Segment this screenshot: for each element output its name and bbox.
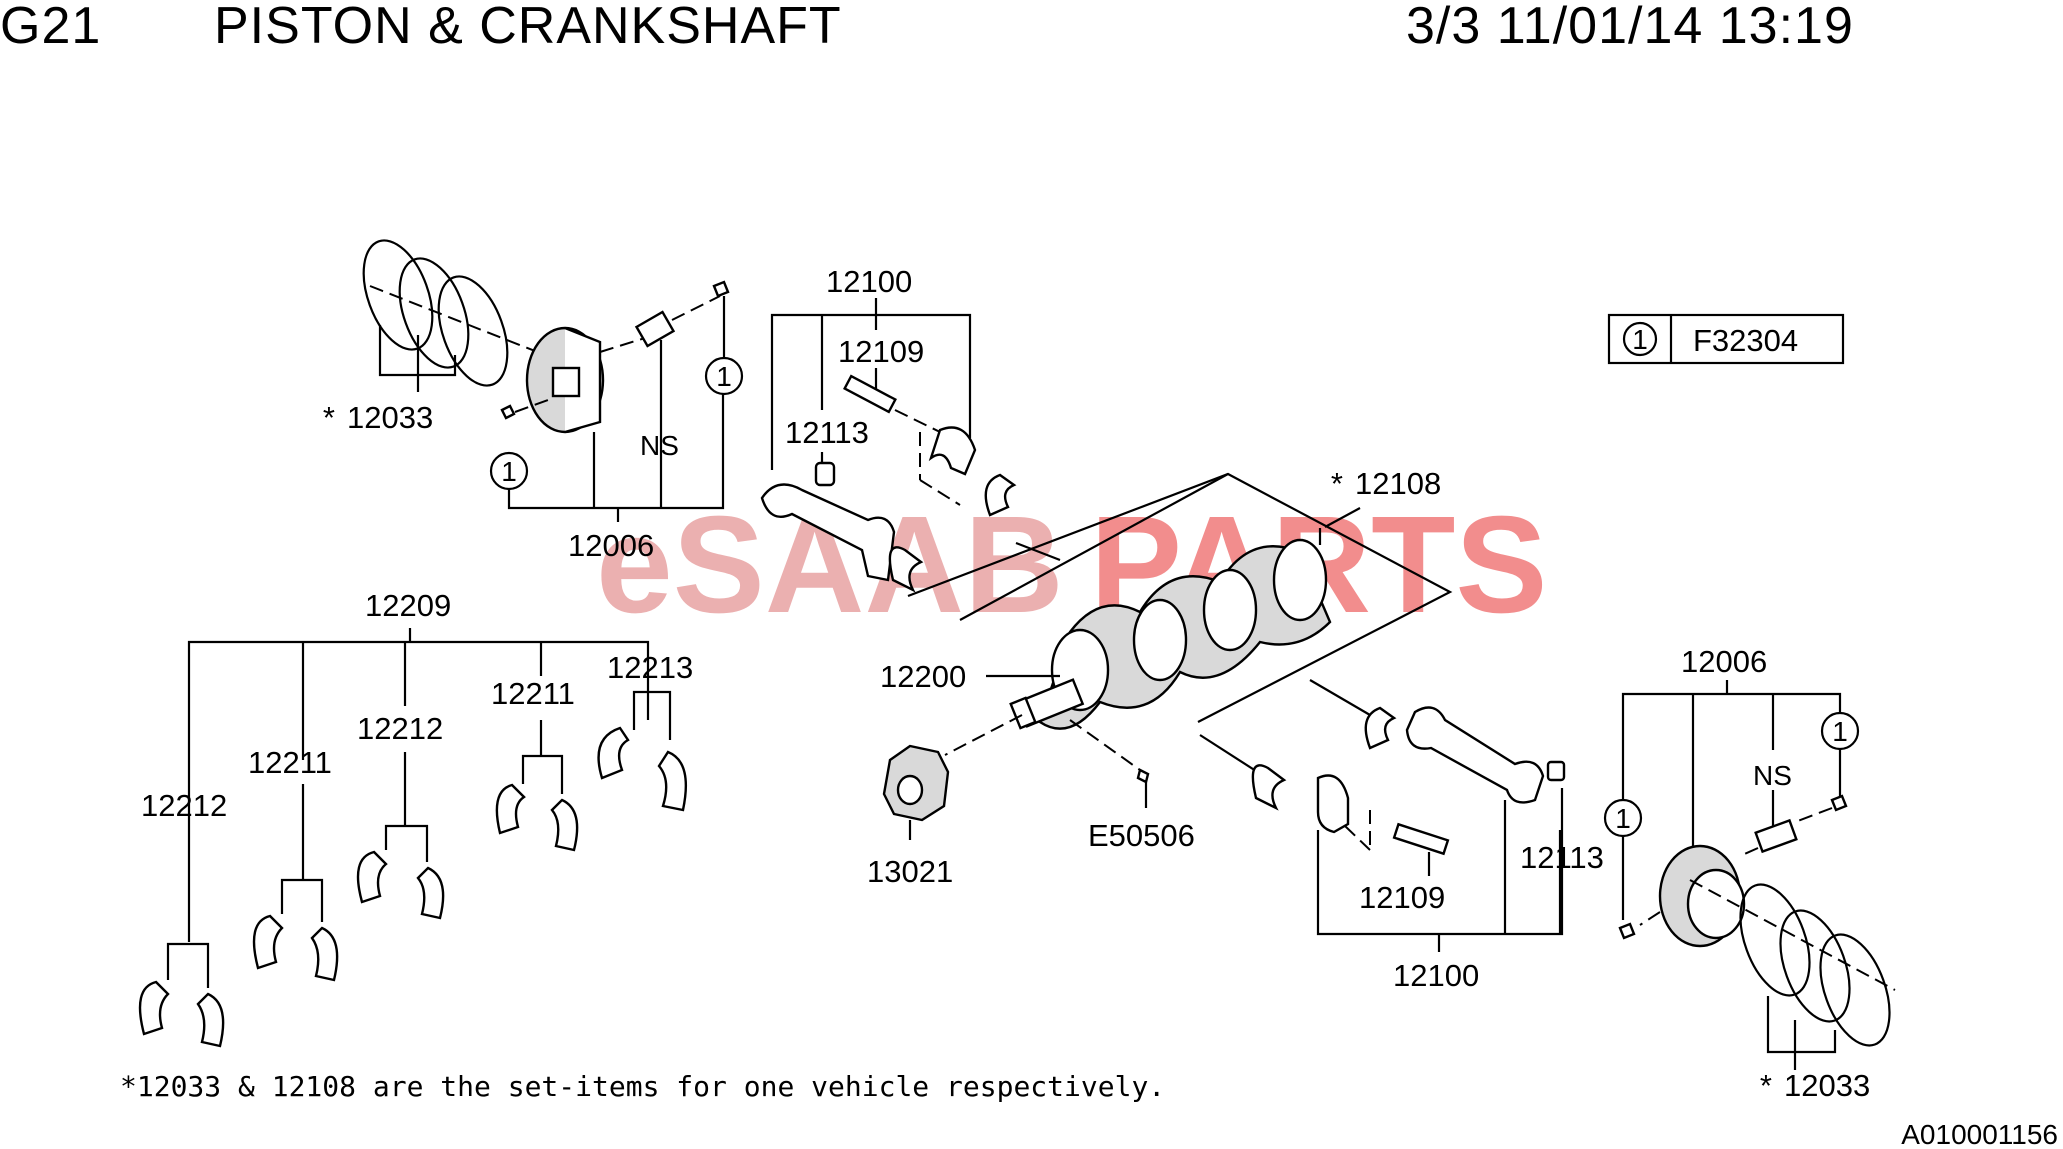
footnote: *12033 & 12108 are the set-items for one… (120, 1070, 1165, 1103)
part-label-12109: 12109 (838, 334, 924, 369)
part-label-12108: 12108 (1355, 466, 1441, 501)
piston-ring-icon (398, 257, 470, 369)
part-label-13021: 13021 (867, 854, 953, 889)
part-label-12211: 12211 (491, 676, 575, 711)
connecting-rod-icon (760, 483, 896, 582)
asterisk-mark: * (1760, 1068, 1772, 1103)
page-and-date: 3/3 11/01/14 13:19 (1406, 0, 1854, 55)
main-bearing-icon (196, 992, 225, 1048)
connecting-rod-icon (1405, 706, 1545, 804)
legend-box: 1 F32304 (1607, 313, 1845, 365)
snap-ring-icon (1618, 922, 1636, 940)
rod-bolt-icon (843, 374, 897, 414)
asterisk-mark: * (1331, 466, 1343, 501)
main-bearing-icon (356, 850, 388, 904)
part-label-12006: 12006 (1681, 644, 1767, 679)
piston-ring-icon (437, 275, 509, 387)
part-label-12211: 12211 (248, 745, 332, 780)
piston-ring-icon (362, 239, 434, 351)
part-label-12213: 12213 (607, 650, 693, 685)
thrust-bearing-icon (657, 750, 687, 812)
bearing-shell-icon (888, 546, 924, 593)
part-label-12212: 12212 (141, 788, 227, 823)
circle-one-label: 1 (501, 456, 517, 487)
piston-group-right: 12006 1 1 NS 12 (1603, 644, 1896, 1103)
main-bearing-icon (138, 980, 170, 1036)
connecting-rod-group-top: 12100 12109 12113 (760, 264, 1017, 593)
snap-ring-icon (1830, 794, 1848, 812)
not-serviced-label: NS (640, 430, 679, 461)
snap-ring-icon (500, 404, 516, 420)
diagram-reference-code: A010001156 (1901, 1119, 2058, 1149)
part-label-12113: 12113 (1520, 840, 1604, 875)
part-label-12100: 12100 (1393, 958, 1479, 993)
crankshaft-group: 12108 * 12200 E50506 13021 (867, 466, 1453, 889)
rod-cap-icon (928, 426, 977, 476)
circle-one-label: 1 (1615, 803, 1631, 834)
part-label-e50506: E50506 (1088, 818, 1195, 853)
bearing-shell-icon (984, 473, 1017, 517)
circle-one-label: 1 (1832, 716, 1848, 747)
piston-ring-icon (1819, 933, 1891, 1047)
diagram-title: PISTON & CRANKSHAFT (214, 0, 842, 55)
part-label-12113: 12113 (785, 415, 869, 450)
part-label-12033: 12033 (1784, 1068, 1870, 1103)
piston-group-left: 1 1 12033 * NS 12006 (323, 239, 744, 563)
bearing-shell-icon (1251, 764, 1287, 811)
part-label-12212: 12212 (357, 711, 443, 746)
piston-pin-icon (634, 310, 676, 348)
part-label-12200: 12200 (880, 659, 966, 694)
rod-bushing-icon (814, 461, 836, 487)
part-label-12033: 12033 (347, 400, 433, 435)
legend-code: F32304 (1693, 323, 1798, 358)
piston-ring-icon (1779, 909, 1851, 1023)
bearing-shell-icon (1364, 706, 1397, 750)
main-bearing-icon (550, 798, 579, 852)
part-label-12109: 12109 (1359, 880, 1445, 915)
watermark: eSAAB PARTS (596, 488, 1547, 642)
diagram-code-header: G21 (0, 0, 102, 55)
rod-bolt-icon (1392, 822, 1450, 856)
rod-cap-icon (1316, 774, 1350, 834)
circle-one-label: 1 (716, 361, 732, 392)
rod-bushing-icon (1546, 760, 1566, 782)
main-bearing-icon (310, 926, 339, 982)
connecting-rod-group-bottom: 12113 12109 12100 (1199, 679, 1604, 993)
not-serviced-label: NS (1753, 760, 1792, 791)
part-label-12100: 12100 (826, 264, 912, 299)
asterisk-mark: * (323, 400, 335, 435)
main-bearing-icon (252, 914, 284, 970)
snap-ring-icon (712, 280, 730, 298)
thrust-bearing-icon (597, 726, 630, 780)
part-label-12209: 12209 (365, 588, 451, 623)
piston-pin-icon (1754, 818, 1798, 854)
legend-symbol: 1 (1632, 324, 1648, 355)
part-label-12006: 12006 (568, 528, 654, 563)
main-bearing-icon (495, 783, 526, 835)
bearing-group: 12209 12213 12211 12212 12211 (138, 588, 693, 1048)
main-bearing-icon (416, 866, 445, 920)
